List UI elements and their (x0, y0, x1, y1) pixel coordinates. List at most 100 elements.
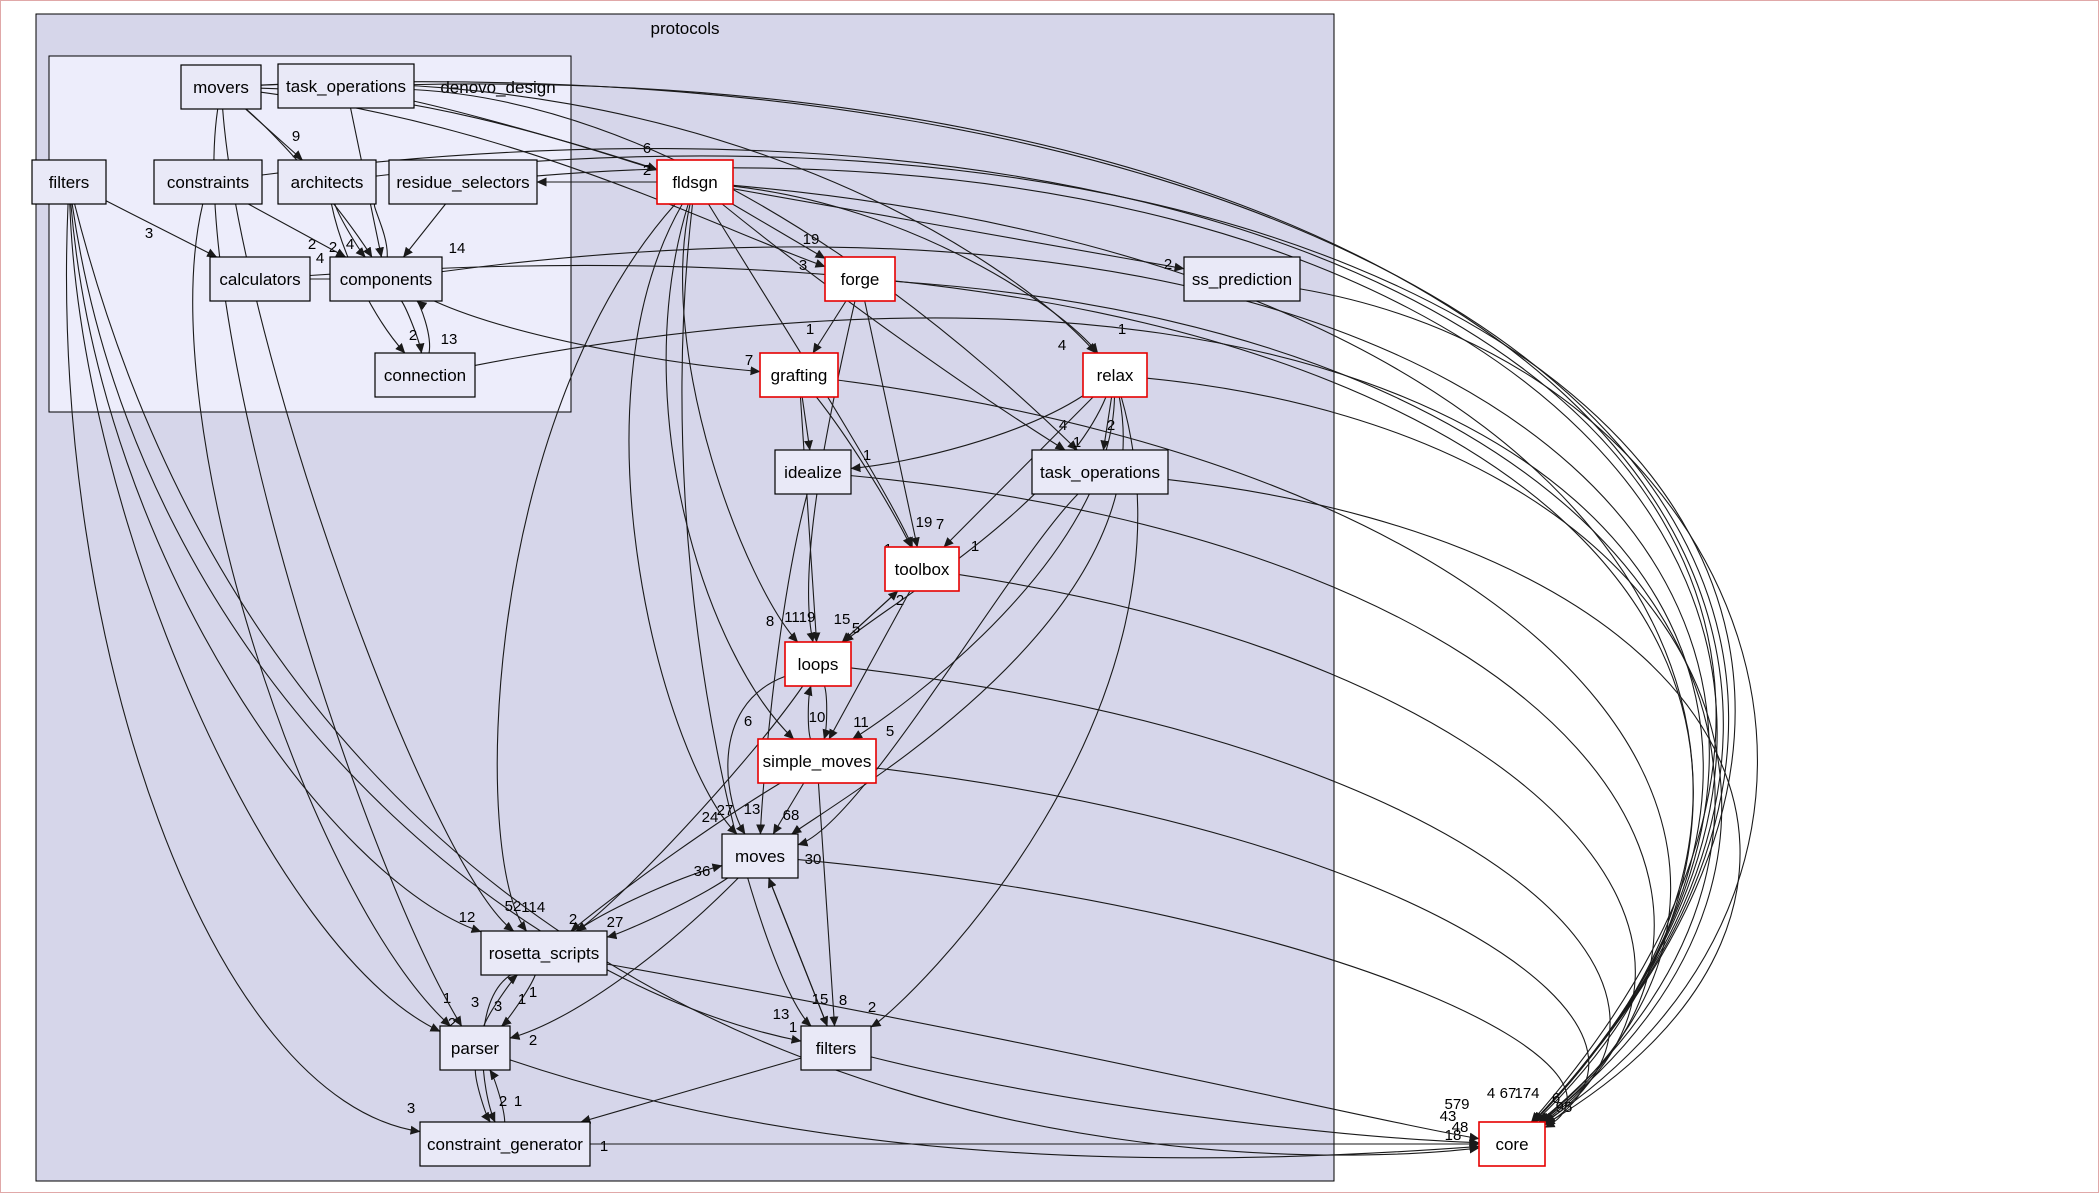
edge-movers-parser: 3 (213, 108, 479, 1027)
edge-moves-parser: 1 (509, 877, 739, 1040)
node-calculators[interactable]: calculators (209, 256, 311, 302)
edges: 9224144321362123131231932141714121971128… (65, 81, 1758, 1159)
node-label: architects (291, 173, 364, 192)
node-components[interactable]: components (329, 256, 443, 302)
node-label: components (340, 270, 433, 289)
edge-loops-simple_moves: 10 (809, 685, 832, 740)
edge-count-label: 579 (1444, 1096, 1469, 1113)
node-label: fldsgn (672, 173, 717, 192)
node-label: ss_prediction (1192, 270, 1292, 289)
edge-count-label: 2 (1107, 417, 1115, 434)
edge-count-label: 48 (1452, 1119, 1469, 1136)
node-label: toolbox (895, 560, 950, 579)
node-architects[interactable]: architects (277, 159, 377, 205)
node-constraints[interactable]: constraints (153, 159, 263, 205)
edge-dd_filters-calculators: 3 (105, 200, 218, 258)
node-label: movers (193, 78, 249, 97)
node-label: parser (451, 1039, 500, 1058)
edge-count-label: 11 (784, 609, 800, 626)
node-rosetta_scripts[interactable]: rosetta_scripts (480, 930, 608, 976)
node-label: connection (384, 366, 466, 385)
edge-count-label: 4 (346, 236, 354, 253)
edge-count-label: 1 (600, 1138, 608, 1155)
edge-parser-core (509, 1059, 1480, 1159)
node-label: task_operations (1040, 463, 1160, 482)
edge-count-label: 4 (1059, 417, 1067, 434)
edge-count-label: 4 (1487, 1085, 1495, 1102)
edge-fldsgn-rosetta_scripts: 52 (496, 203, 676, 932)
node-movers[interactable]: movers (180, 64, 262, 110)
edge-count-label: 7 (745, 352, 753, 369)
edge-dd_filters-rosetta_scripts: 12 (70, 203, 482, 933)
node-label: rosetta_scripts (489, 944, 600, 963)
node-constraint_generator[interactable]: constraint_generator (419, 1121, 591, 1167)
edge-count-label: 1 (529, 984, 537, 1001)
edge-count-label: 1 (789, 1019, 797, 1036)
node-dd_task_operations[interactable]: task_operations (277, 63, 415, 109)
edge-grafting-idealize (801, 396, 813, 451)
cluster-protocols-label[interactable]: protocols (651, 19, 720, 38)
edge-components-core (441, 246, 1710, 1123)
edge-count-label: 5 (886, 723, 894, 740)
node-label: filters (49, 173, 90, 192)
edge-relax-idealize: 1 (850, 395, 1084, 473)
node-residue_selectors[interactable]: residue_selectors (388, 159, 538, 205)
edge-moves-rosetta_scripts: 27 (606, 877, 728, 940)
edge-fldsgn-moves: 24 (628, 203, 738, 835)
edge-architects-core (375, 155, 1736, 1123)
edge-rosetta_scripts-parser: 3 (494, 974, 536, 1027)
node-moves[interactable]: moves (721, 833, 799, 879)
edge-count-label: 13 (441, 331, 458, 348)
node-simple_moves[interactable]: simple_moves (757, 738, 877, 784)
edge-count-label: 5 (852, 620, 860, 637)
node-label: constraint_generator (427, 1135, 583, 1154)
edge-toolbox-loops: 5 (841, 590, 899, 643)
node-forge[interactable]: forge (824, 256, 896, 302)
node-grafting[interactable]: grafting (759, 352, 839, 398)
edge-rosetta_scripts-core (606, 963, 1480, 1142)
edge-count-label: 2 (329, 239, 337, 256)
edge-simple_moves-pr_filters: 8 (817, 782, 847, 1027)
node-parser[interactable]: parser (439, 1025, 511, 1071)
node-dd_filters[interactable]: filters (31, 159, 107, 205)
edge-forge-core: 174 (894, 280, 1716, 1123)
node-label: task_operations (286, 77, 406, 96)
node-label: filters (816, 1039, 857, 1058)
edge-dd_task_operations-task_operations: 4 (413, 89, 1078, 451)
cluster-denovo_design: denovo_design (48, 55, 572, 413)
node-idealize[interactable]: idealize (774, 449, 852, 495)
node-label: constraints (167, 173, 249, 192)
node-core[interactable]: core (1478, 1121, 1546, 1167)
edge-ss_prediction-core: 6 (1299, 288, 1758, 1123)
edge-count-label: 19 (799, 609, 816, 626)
edge-count-label: 2 (308, 236, 316, 253)
edge-components-connection: 2 (401, 300, 425, 354)
node-loops[interactable]: loops (784, 641, 852, 687)
edge-grafting-loops: 19 (799, 396, 821, 643)
edge-count-label: 18 (1445, 1127, 1462, 1144)
edge-count-label: 10 (809, 709, 826, 726)
edge-count-label: 6 (1552, 1090, 1560, 1107)
edge-simple_moves-rosetta_scripts: 2 (569, 782, 781, 932)
edge-movers-forge: 3 (260, 91, 826, 274)
edge-architects-components: 4 (334, 203, 366, 258)
node-toolbox[interactable]: toolbox (884, 546, 960, 592)
edge-count-label: 2 (499, 1093, 507, 1110)
edge-relax-pr_filters: 2 (868, 396, 1139, 1028)
node-connection[interactable]: connection (374, 352, 476, 398)
edge-residue_selectors-core (536, 167, 1718, 1123)
edge-count-label: 4 (316, 250, 324, 267)
node-task_operations[interactable]: task_operations (1031, 449, 1169, 495)
node-label: forge (841, 270, 880, 289)
edge-count-label: 11 (521, 899, 537, 916)
edge-count-label: 19 (916, 514, 933, 531)
edge-fldsgn-ss_prediction: 2 (732, 188, 1185, 273)
node-fldsgn[interactable]: fldsgn (656, 159, 734, 205)
node-ss_prediction[interactable]: ss_prediction (1183, 256, 1301, 302)
edge-constraints-parser: 1 (192, 203, 451, 1027)
node-relax[interactable]: relax (1082, 352, 1148, 398)
node-label: residue_selectors (396, 173, 529, 192)
node-pr_filters[interactable]: filters (800, 1025, 872, 1071)
